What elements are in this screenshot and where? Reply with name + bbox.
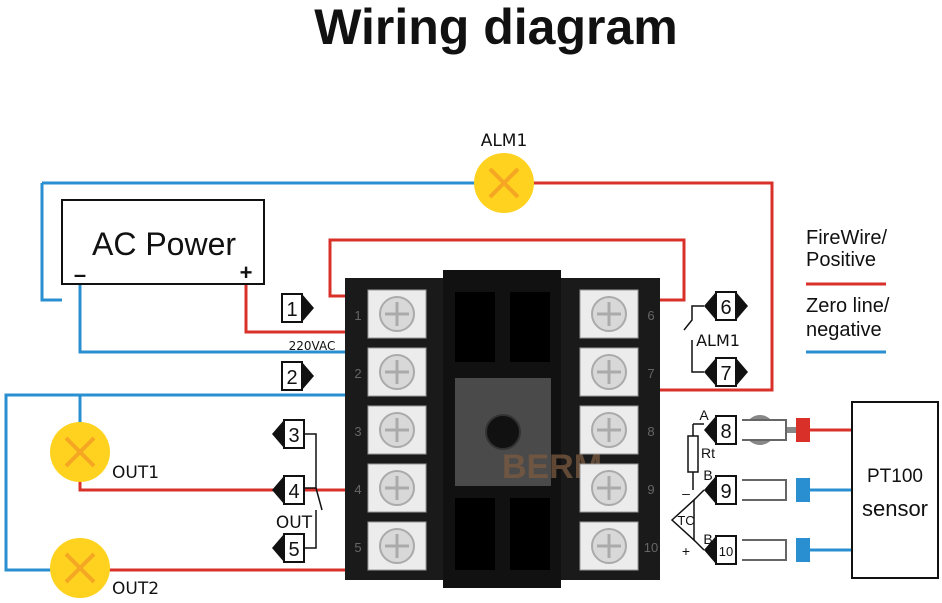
tag-8: 8: [704, 415, 737, 445]
ac-negative-sign: –: [74, 262, 86, 287]
wire-blue-out: [4, 393, 345, 572]
terminal-screw-1: [367, 289, 427, 339]
body-number-1: 1: [354, 308, 361, 323]
tc-minus-label: –: [682, 485, 690, 501]
body-number-4: 4: [354, 482, 361, 497]
spade-connector-blue2-icon: [742, 538, 810, 562]
tag-2-number: 2: [286, 367, 297, 389]
terminal-screw-2: [367, 347, 427, 397]
pin-b2-label: B: [703, 531, 712, 547]
tag-6-number: 6: [720, 297, 731, 319]
tag-4: 4: [272, 475, 305, 505]
pin-b1-label: B: [703, 467, 712, 483]
body-number-5: 5: [354, 540, 361, 555]
tag-2: 2: [281, 361, 314, 391]
lamp-out2-icon: [50, 538, 110, 598]
pin-a-label: A: [699, 407, 709, 423]
tag-1: 1: [281, 293, 314, 323]
out-label: OUT: [276, 513, 313, 533]
terminal-block-right: 6 7 8 9 10: [579, 289, 658, 571]
alm-label: ALM1: [696, 331, 740, 350]
body-number-7: 7: [647, 366, 654, 381]
tag-3-number: 3: [288, 425, 299, 447]
legend: FireWire/ Positive Zero line/ negative: [806, 227, 890, 354]
wire-red-loop: [328, 238, 686, 302]
terminal-screw-6: [579, 289, 639, 339]
legend-positive-line2: Positive: [806, 249, 876, 271]
tc-plus-label: +: [682, 543, 690, 559]
body-number-8: 8: [647, 424, 654, 439]
diagram-title: Wiring diagram: [314, 0, 677, 55]
terminal-tags-left: 1 2 3 4 5 220VAC OUT: [272, 293, 336, 563]
tag-5-number: 5: [288, 539, 299, 561]
tag-9: 9: [704, 475, 737, 505]
tag-6: 6: [704, 291, 748, 321]
legend-negative-line2: negative: [806, 319, 882, 341]
spade-connector-blue1-icon: [742, 478, 810, 502]
tag-7: 7: [704, 357, 748, 387]
legend-negative-line1: Zero line/: [806, 295, 890, 317]
lamp-alm1-label: ALM1: [481, 131, 528, 151]
tag-1-number: 1: [286, 299, 297, 321]
tc-label: TC: [677, 513, 694, 528]
lamp-out2-label: OUT2: [112, 579, 159, 599]
lamp-out1-label: OUT1: [112, 463, 159, 483]
tag-5: 5: [272, 533, 305, 563]
alm-relay-bracket: [683, 305, 704, 331]
body-number-3: 3: [354, 424, 361, 439]
sensor-label-line2: sensor: [862, 496, 928, 521]
tag-4-number: 4: [288, 481, 299, 503]
spade-connector-red-icon: [742, 415, 810, 446]
terminal-screw-3: [367, 405, 427, 455]
tag-10: 10: [704, 535, 737, 565]
tag-3: 3: [272, 419, 305, 449]
terminal-screw-9: [579, 463, 639, 513]
body-number-9: 9: [647, 482, 654, 497]
terminal-tags-right: 6 7 ALM1 8 9 10 A: [670, 291, 748, 565]
tag-9-number: 9: [720, 481, 731, 503]
rt-resistor-icon: [687, 435, 699, 473]
tag-8-number: 8: [720, 421, 731, 443]
wire-red-out1: [78, 480, 345, 492]
lamp-alm1-icon: [474, 153, 534, 213]
body-number-6: 6: [647, 308, 654, 323]
out-relay-bracket: [304, 433, 317, 489]
wire-red-alm: [530, 181, 774, 392]
pt100-sensor-box: PT100 sensor: [851, 401, 939, 579]
tag-7-number: 7: [720, 363, 731, 385]
tag-10-number: 10: [719, 544, 733, 559]
ac-power-label: AC Power: [92, 226, 236, 262]
lamp-out1-icon: [50, 422, 110, 482]
rt-label: Rt: [701, 445, 715, 461]
terminal-screw-5: [367, 521, 427, 571]
wire-blue-alm: [40, 183, 62, 302]
sensor-label-line1: PT100: [867, 466, 923, 487]
body-number-2: 2: [354, 366, 361, 381]
terminal-screw-4: [367, 463, 427, 513]
terminal-screw-7: [579, 347, 639, 397]
tc-thermocouple-icon: [670, 498, 695, 542]
ac-power-box: AC Power – +: [61, 199, 265, 287]
ac-positive-sign: +: [240, 260, 253, 285]
spade-connectors: [742, 415, 810, 562]
mount-hole-icon: [485, 414, 521, 450]
legend-positive-line1: FireWire/: [806, 227, 888, 249]
voltage-label: 220VAC: [289, 339, 336, 353]
body-number-10: 10: [644, 540, 658, 555]
terminal-screw-10: [579, 521, 639, 571]
terminal-block-left: 1 2 3 4 5: [354, 289, 427, 571]
wire-blue-acminus: [78, 284, 345, 354]
terminal-screw-8: [579, 405, 639, 455]
wire-red-acplus: [244, 284, 345, 334]
